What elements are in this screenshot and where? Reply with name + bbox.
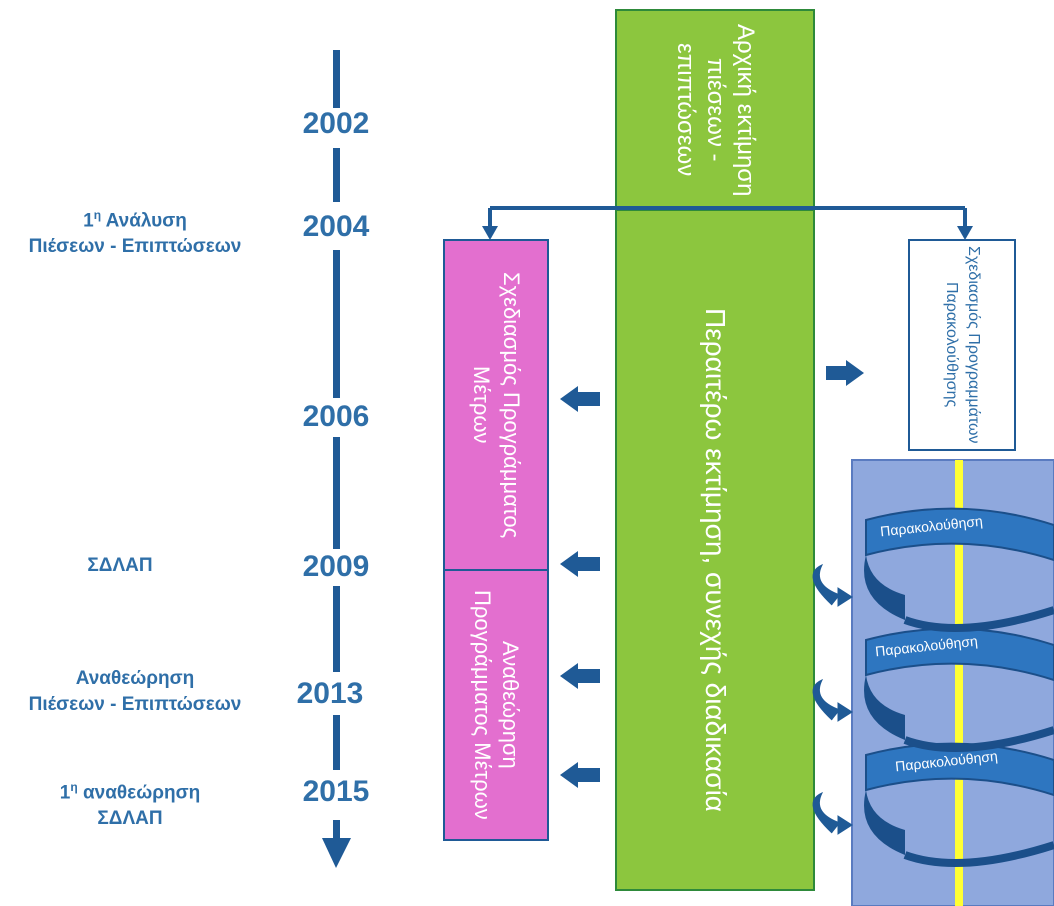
timeline-segment: [333, 715, 340, 770]
initial-assessment-text: Αρχική εκτίμηση πιέσεων - επιπτώσεων: [672, 23, 759, 197]
branch-arrow-right: [957, 226, 973, 240]
timeline-down-arrow: [322, 838, 351, 868]
timeline-segment: [333, 250, 340, 398]
monitoring-design-text: Σχεδιασμός Προγραμμάτων Παρακολούθησης: [943, 246, 982, 444]
curved-arrow-2: [812, 678, 853, 722]
measures-design-text: Σχεδιασμός Προγράμματος Μέτρων: [469, 271, 524, 539]
spiral-axis: [955, 460, 963, 906]
further-assessment-text: Περαιτέρω εκτίμηση, συνεχής διαδικασία: [700, 308, 731, 812]
year-label: 2004: [302, 210, 370, 243]
year-label: 2009: [302, 550, 370, 583]
year-label: 2006: [302, 400, 370, 433]
event-label: Αναθεώρηση Πιέσεων - Επιπτώσεων: [28, 668, 242, 715]
monitoring-design-box-bg: [908, 239, 1016, 451]
event-label: 1η Ανάλυση Πιέσεων - Επιπτώσεων: [28, 208, 242, 258]
arrow-left-3: [560, 663, 600, 689]
timeline-segment: [333, 50, 340, 108]
branch-arrow-left: [482, 226, 498, 240]
timeline-segment: [333, 148, 340, 202]
year-label: 2015: [302, 775, 370, 808]
further-assessment-box: Περαιτέρω εκτίμηση, συνεχής διαδικασία: [616, 240, 814, 880]
measures-review-text: Αναθεώρηση Προγράμματος Μέτρων: [470, 590, 523, 820]
monitoring-design-box: Σχεδιασμός Προγραμμάτων Παρακολούθησης: [909, 240, 1015, 450]
measures-review-box: Αναθεώρηση Προγράμματος Μέτρων: [444, 570, 548, 840]
event-label: 1η αναθεώρηση ΣΔΛΑΠ: [59, 780, 201, 830]
measures-design-box-bg: [443, 239, 549, 571]
timeline-segment: [333, 820, 340, 838]
initial-assessment-box: Αρχική εκτίμηση πιέσεων - επιπτώσεων: [616, 12, 814, 208]
curved-arrow-3: [812, 791, 853, 835]
arrow-left-1: [560, 386, 600, 412]
further-assessment-box-bg: [615, 209, 815, 891]
timeline-segment: [333, 437, 340, 549]
spiral-bands: [864, 507, 1054, 867]
curved-arrow-1: [812, 563, 853, 607]
year-label: 2013: [296, 677, 364, 710]
arrow-left-2: [560, 551, 600, 577]
year-label: 2002: [302, 107, 370, 140]
measures-review-box-bg: [443, 569, 549, 841]
initial-assessment-box-bg: [615, 9, 815, 211]
measures-design-box: Σχεδιασμός Προγράμματος Μέτρων: [444, 240, 548, 570]
arrow-right: [826, 360, 864, 386]
arrow-left-4: [560, 762, 600, 788]
timeline-segment: [333, 586, 340, 672]
event-label: ΣΔΛΑΠ: [87, 555, 153, 576]
